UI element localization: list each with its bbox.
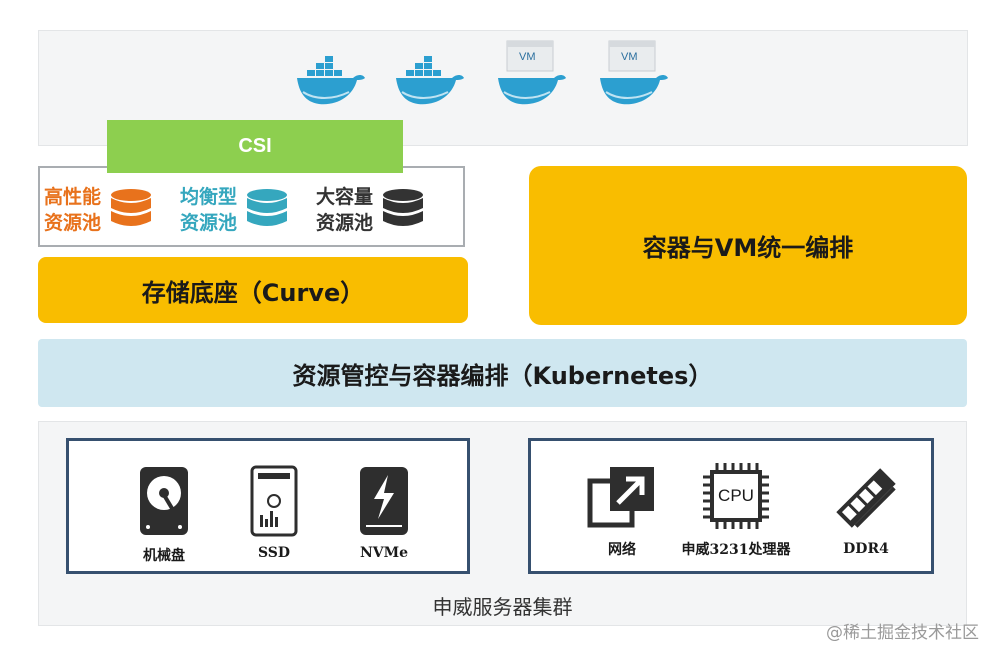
vm-whale: VM xyxy=(596,40,672,110)
compute-hardware-box: 网络 CPU 申威3231处理器 xyxy=(528,438,934,574)
docker-whale-icon xyxy=(396,56,464,105)
docker-whale-icon xyxy=(498,75,566,105)
database-icon xyxy=(111,189,151,226)
orchestration-box: 容器与VM统一编排 xyxy=(529,166,967,325)
pool-large-capacity: 大容量 资源池 xyxy=(316,184,425,236)
database-icon xyxy=(247,189,287,226)
storage-base-label: 存储底座（Curve） xyxy=(141,278,365,307)
hw-label: DDR4 xyxy=(843,541,889,557)
vm-window-icon xyxy=(608,40,656,72)
pool-type: 资源池 xyxy=(316,212,374,234)
k8s-bar: 资源管控与容器编排（Kubernetes） xyxy=(38,339,967,407)
csi-label: CSI xyxy=(238,135,272,157)
hw-label: 申威3231处理器 xyxy=(681,542,791,558)
pool-name: 高性能 xyxy=(44,186,102,208)
k8s-label: 资源管控与容器编排（Kubernetes） xyxy=(292,361,713,390)
orchestration-label: 容器与VM统一编排 xyxy=(642,234,854,262)
pool-type: 资源池 xyxy=(180,212,238,234)
pool-balanced: 均衡型 资源池 xyxy=(180,184,289,236)
pool-type: 资源池 xyxy=(44,212,102,234)
ssd-icon xyxy=(250,465,298,537)
hw-label: NVMe xyxy=(359,545,409,561)
cpu-chip-text: CPU xyxy=(718,486,754,505)
hw-item-cpu: CPU 申威3231处理器 xyxy=(671,461,801,559)
hw-item-network: 网络 xyxy=(577,465,667,559)
csi-bar: CSI xyxy=(107,120,403,173)
hw-item-hdd: 机械盘 xyxy=(127,465,201,565)
resource-pools-box: 高性能 资源池 均衡型 资源池 大容量 资源池 xyxy=(38,166,465,247)
hdd-icon xyxy=(140,467,188,535)
storage-hardware-box: 机械盘 SSD NVMe xyxy=(66,438,470,574)
nvme-icon xyxy=(360,467,408,535)
vm-window-icon xyxy=(506,40,554,72)
pool-name: 大容量 xyxy=(316,186,374,208)
docker-whale-icon xyxy=(600,75,668,105)
pool-high-performance: 高性能 资源池 xyxy=(44,184,153,236)
hw-item-ssd: SSD xyxy=(237,465,311,561)
storage-base-bar: 存储底座（Curve） xyxy=(38,257,468,323)
hw-label: 机械盘 xyxy=(143,548,185,564)
hw-label: 网络 xyxy=(608,542,636,558)
hw-item-memory: DDR4 xyxy=(821,463,911,557)
watermark: @稀土掘金技术社区 xyxy=(826,623,979,643)
hw-item-nvme: NVMe xyxy=(347,465,421,561)
vm-label: VM xyxy=(519,51,536,63)
vm-whale: VM xyxy=(494,40,570,110)
cpu-icon xyxy=(703,463,769,529)
cluster-label: 申威服务器集群 xyxy=(432,595,573,619)
pool-name: 均衡型 xyxy=(180,186,238,208)
docker-whale-icon xyxy=(297,56,365,105)
network-icon xyxy=(587,467,654,528)
database-icon xyxy=(383,189,423,226)
hw-label: SSD xyxy=(257,545,291,561)
vm-label: VM xyxy=(621,51,638,63)
memory-icon xyxy=(836,468,896,528)
